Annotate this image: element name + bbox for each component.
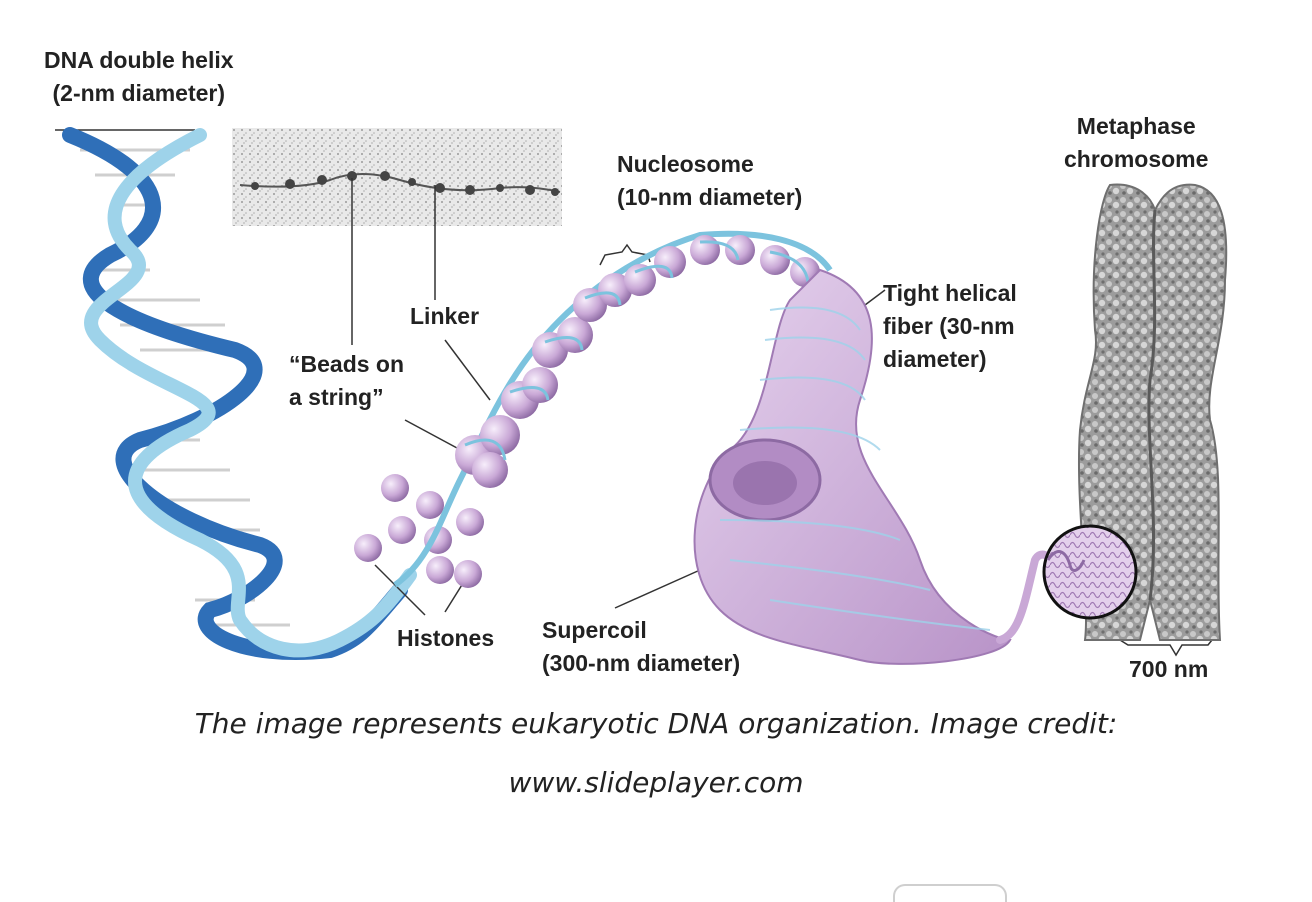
beads-label-line2: a string” (289, 384, 384, 410)
nucleosome-label-line1: Nucleosome (617, 151, 754, 177)
tight-fiber-line3: diameter) (883, 346, 987, 372)
floating-tab[interactable] (893, 884, 1007, 902)
metaphase-label-line2: chromosome (1064, 146, 1209, 172)
supercoil-label: Supercoil (300-nm diameter) (542, 614, 740, 680)
magnified-chromatin-loops (1042, 524, 1138, 620)
dna-helix-label: DNA double helix (2-nm diameter) (44, 44, 234, 110)
tight-helical-fiber-label: Tight helical fiber (30-nm diameter) (883, 277, 1017, 376)
caption-line2: www.slideplayer.com (508, 766, 804, 799)
linker-label: Linker (410, 303, 480, 329)
metaphase-chromosome (1077, 183, 1228, 641)
dna-organization-diagram (55, 127, 1228, 665)
supercoil (693, 268, 1059, 665)
dna-helix-label-line1: DNA double helix (44, 47, 234, 73)
nucleosome-strand (393, 230, 833, 588)
nucleosome-label-line2: (10-nm diameter) (617, 184, 803, 210)
tight-fiber-line1: Tight helical (883, 280, 1017, 306)
supercoil-label-line1: Supercoil (542, 617, 647, 643)
supercoil-label-line2: (300-nm diameter) (542, 650, 741, 676)
histones-label: Histones (397, 625, 495, 651)
scale-label: 700 nm (1129, 656, 1209, 682)
beads-on-string-label: “Beads on a string” (289, 348, 404, 414)
dna-double-helix (55, 127, 417, 660)
caption-line1: The image represents eukaryotic DNA orga… (194, 707, 1118, 740)
nucleosome-label: Nucleosome (10-nm diameter) (617, 148, 802, 214)
metaphase-label: Metaphase chromosome (1064, 110, 1208, 176)
beads-label-line1: “Beads on (289, 351, 405, 377)
electron-micrograph (232, 128, 562, 226)
tight-fiber-line2: fiber (30-nm (883, 313, 1015, 339)
metaphase-label-line1: Metaphase (1076, 113, 1196, 139)
free-histones (354, 474, 484, 588)
dna-helix-label-line2: (2-nm diameter) (52, 80, 226, 106)
